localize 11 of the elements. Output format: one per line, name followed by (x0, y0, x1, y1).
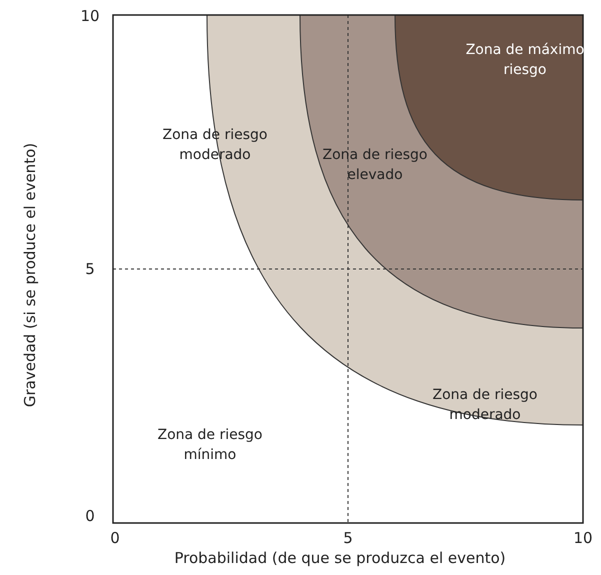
tick-label: 0 (109, 528, 121, 548)
tick-label: 10 (572, 528, 594, 548)
tick-label: 5 (342, 528, 354, 548)
zone-label: Zona de riesgo elevado (310, 145, 440, 185)
axis-title: Gravedad (si se produce el evento) (20, 142, 40, 410)
axis-title: Probabilidad (de que se produzca el evento) (173, 548, 507, 568)
tick-label: 10 (79, 6, 101, 26)
zone-label: Zona de riesgo mínimo (145, 425, 275, 465)
tick-label: 0 (84, 506, 96, 526)
zone-label: Zona de máximo riesgo (455, 40, 595, 80)
tick-label: 5 (84, 259, 96, 279)
